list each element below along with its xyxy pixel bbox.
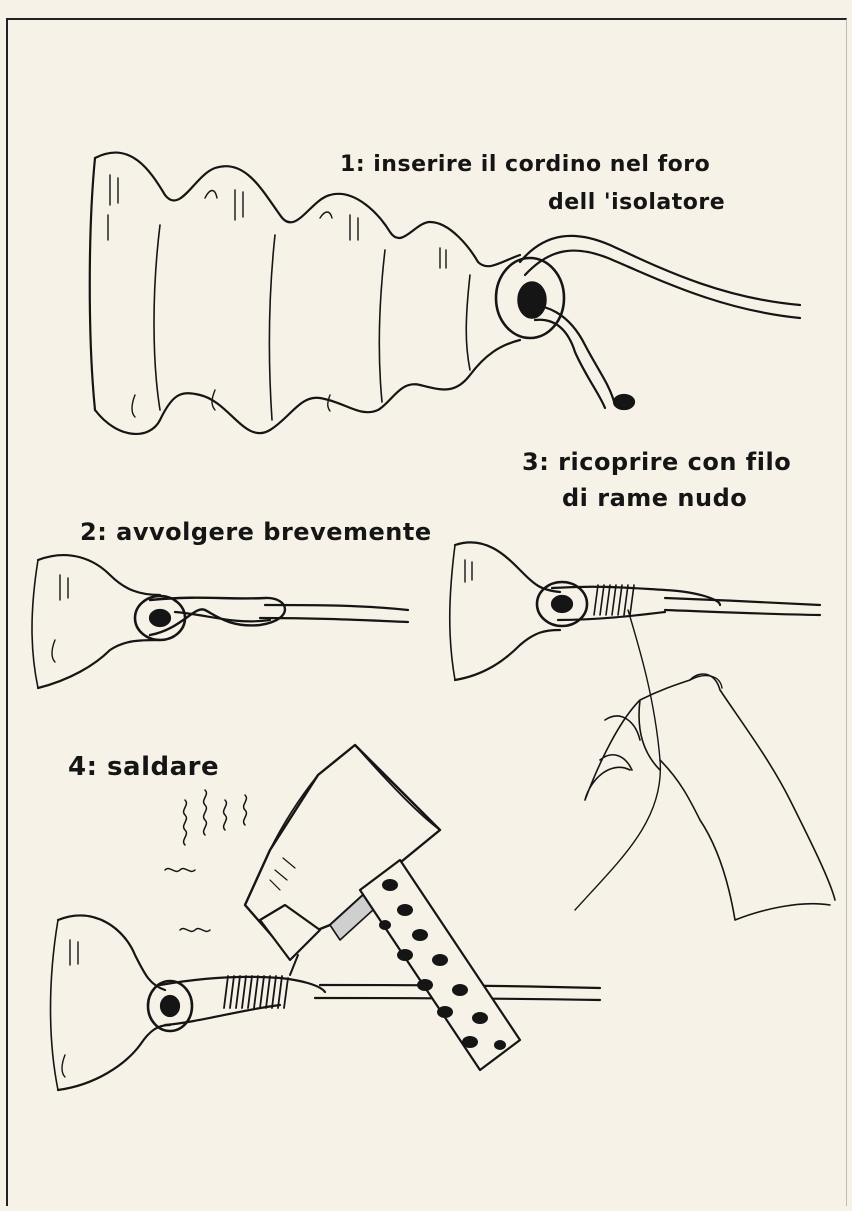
step2-number: 2 xyxy=(80,518,97,546)
insulator-step3 xyxy=(450,542,835,920)
solder-wrap-step4 xyxy=(224,976,288,1008)
insulator-large-bottom-outline xyxy=(95,340,520,434)
insulator-step2 xyxy=(32,555,408,688)
insulator-large-hole xyxy=(518,282,546,318)
step3-text-line1: : ricoprire con filo xyxy=(539,448,791,476)
insulator-large-left-edge xyxy=(90,158,95,410)
step1-text-line1: : inserire il cordino nel foro xyxy=(356,152,710,177)
step3-label: 3: ricoprire con filo xyxy=(522,448,791,476)
step1-text-line2: dell 'isolatore xyxy=(548,190,725,215)
copper-wire-step3 xyxy=(575,610,660,910)
step4-number: 4 xyxy=(68,752,87,782)
insulator-step4 xyxy=(51,745,601,1090)
cord-step1-end xyxy=(614,395,634,409)
heat-lines xyxy=(165,790,246,931)
step2-label: 2: avvolgere brevemente xyxy=(80,518,432,546)
hand-outline xyxy=(585,674,835,920)
step3-text-line2: di rame nudo xyxy=(562,484,747,512)
step3-number: 3 xyxy=(522,448,539,476)
cord-step2-lead xyxy=(265,605,408,610)
step1-number: 1 xyxy=(340,152,356,177)
step4-text-line1: : saldare xyxy=(87,752,220,782)
cord-step1-back xyxy=(520,236,800,305)
step4-label: 4: saldare xyxy=(68,752,219,782)
step1-label: 1: inserire il cordino nel foro xyxy=(340,152,710,177)
step2-text-line1: : avvolgere brevemente xyxy=(97,518,431,546)
